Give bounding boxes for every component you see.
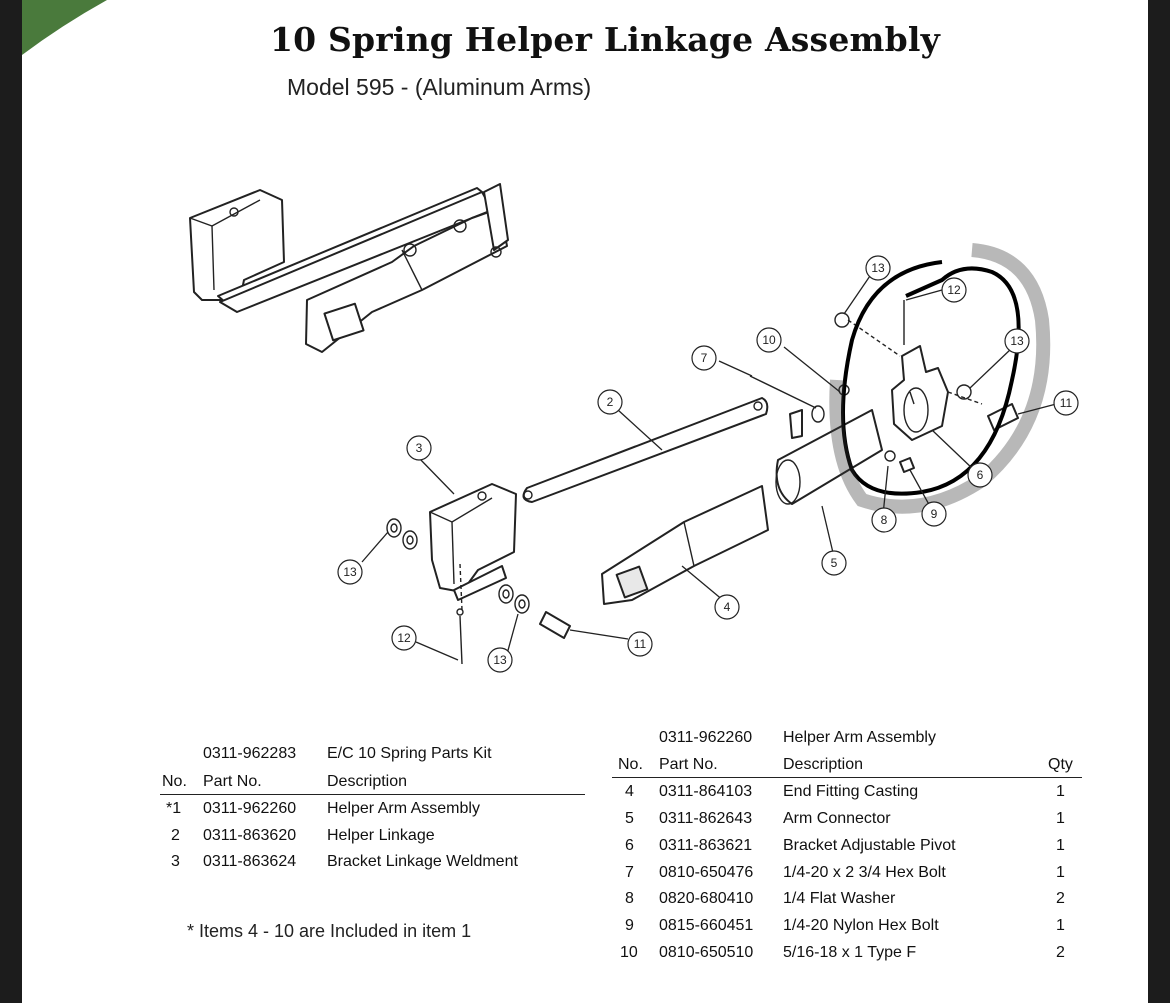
assembled-view — [189, 183, 509, 353]
callout-5: 5 — [821, 550, 847, 576]
helper-linkage — [522, 397, 769, 503]
callout-8: 8 — [871, 507, 897, 533]
svg-text:12: 12 — [947, 283, 961, 297]
leader-lines — [361, 272, 1061, 661]
callout-13: 13 — [1004, 328, 1030, 354]
table-rule — [160, 794, 585, 795]
arm-connector — [775, 409, 883, 505]
svg-text:2: 2 — [607, 395, 614, 409]
page-title: 10 Spring Helper Linkage Assembly — [269, 20, 941, 59]
assembly-description: Helper Arm Assembly — [783, 729, 936, 746]
callout-9: 9 — [921, 501, 947, 527]
svg-text:5: 5 — [831, 556, 838, 570]
callout-13: 13 — [865, 255, 891, 281]
svg-text:11: 11 — [1060, 396, 1073, 410]
callout-11: 11 — [627, 631, 653, 657]
document-page: 10 Spring Helper Linkage Assembly Model … — [22, 0, 1148, 1003]
svg-text:9: 9 — [931, 507, 938, 521]
callout-4: 4 — [714, 594, 740, 620]
callout-10: 10 — [756, 327, 782, 353]
kit-part-number: 0311-962283 — [203, 745, 297, 762]
assembly-part-number: 0311-962260 — [659, 729, 753, 746]
pin-and-cotter — [456, 608, 571, 665]
svg-text:11: 11 — [634, 637, 647, 651]
svg-text:6: 6 — [977, 468, 984, 482]
callout-6: 6 — [967, 462, 993, 488]
bolt-and-washer — [749, 375, 825, 439]
svg-text:7: 7 — [701, 351, 708, 365]
footnote: * Items 4 - 10 are Included in item 1 — [187, 921, 472, 941]
svg-text:13: 13 — [493, 653, 507, 667]
page-subtitle: Model 595 - (Aluminum Arms) — [287, 74, 592, 100]
exploded-diagram: 13 12 13 11 10 7 2 3 6 8 9 5 4 13 12 13 … — [189, 183, 1079, 673]
callout-7: 7 — [691, 345, 717, 371]
svg-text:13: 13 — [1010, 334, 1024, 348]
end-fitting-casting — [601, 485, 769, 605]
svg-text:4: 4 — [724, 600, 731, 614]
svg-text:8: 8 — [881, 513, 888, 527]
callout-3: 3 — [406, 435, 432, 461]
callout-2: 2 — [597, 389, 623, 415]
callout-12: 12 — [391, 625, 417, 651]
svg-text:3: 3 — [416, 441, 423, 455]
callout-13: 13 — [487, 647, 513, 673]
kit-description: E/C 10 Spring Parts Kit — [327, 745, 492, 762]
callout-11: 11 — [1053, 390, 1079, 416]
corner-accent — [22, 0, 107, 55]
bracket-linkage-weldment — [429, 483, 517, 601]
svg-text:13: 13 — [871, 261, 885, 275]
svg-text:12: 12 — [397, 631, 411, 645]
svg-text:13: 13 — [343, 565, 357, 579]
callout-13: 13 — [337, 559, 363, 585]
washers-left — [386, 518, 530, 614]
svg-text:10: 10 — [762, 333, 776, 347]
callout-12: 12 — [941, 277, 967, 303]
table-rule — [612, 777, 1082, 778]
